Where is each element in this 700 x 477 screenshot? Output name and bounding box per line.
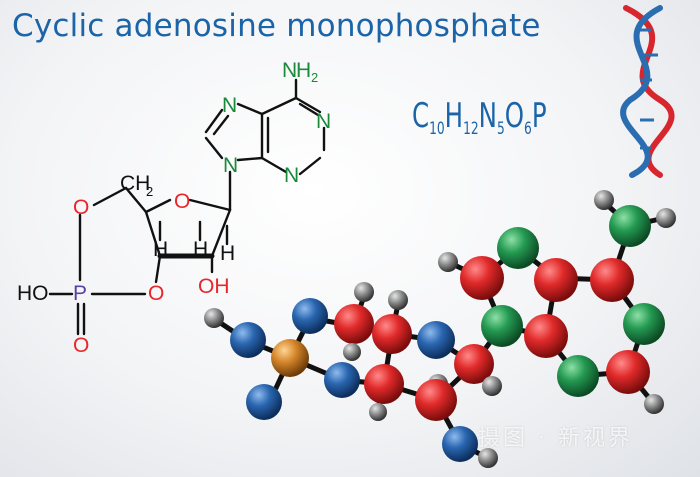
formula-count-n: 5 (496, 119, 505, 139)
ester-oxygen-label: O (148, 282, 164, 305)
amine-h-label: H (296, 59, 311, 82)
double-bond-oxygen-label: O (73, 334, 89, 357)
amine-n-label: N (282, 59, 297, 82)
formula-element-c: C (412, 96, 430, 136)
amine-subscript: 2 (311, 70, 318, 85)
hydrogen-mid-label: H (193, 238, 208, 261)
formula-element-o: O (504, 96, 525, 136)
formula-count-o: 6 (524, 119, 532, 139)
n3-label: N (284, 164, 299, 187)
hydrogen-right-label: H (220, 242, 235, 265)
formula-element-p: P (531, 96, 547, 136)
ring-oxygen-label: O (174, 190, 190, 213)
phosphate-oxygen-upper-label: O (73, 196, 89, 219)
ch2-label: CH (120, 172, 150, 195)
hydrogen-left-label: H (153, 238, 168, 261)
n9-label: N (223, 154, 238, 177)
formula-element-n: N (478, 96, 497, 136)
formula-count-h: 12 (463, 119, 479, 139)
hydroxyl-right-label: OH (198, 275, 230, 298)
watermark: 摄图 · 新视界 (478, 426, 633, 451)
n1-label: N (316, 110, 331, 133)
hydroxyl-left-label: HO (17, 282, 49, 305)
formula-element-h: H (444, 96, 464, 136)
page-title: Cyclic adenosine monophosphate (12, 8, 541, 44)
n7-label: N (222, 94, 237, 117)
molecular-formula: C10H12N5O6P (412, 96, 547, 139)
ch2-subscript: 2 (146, 184, 153, 199)
phosphorus-label: P (73, 282, 87, 305)
formula-count-c: 10 (429, 119, 445, 139)
